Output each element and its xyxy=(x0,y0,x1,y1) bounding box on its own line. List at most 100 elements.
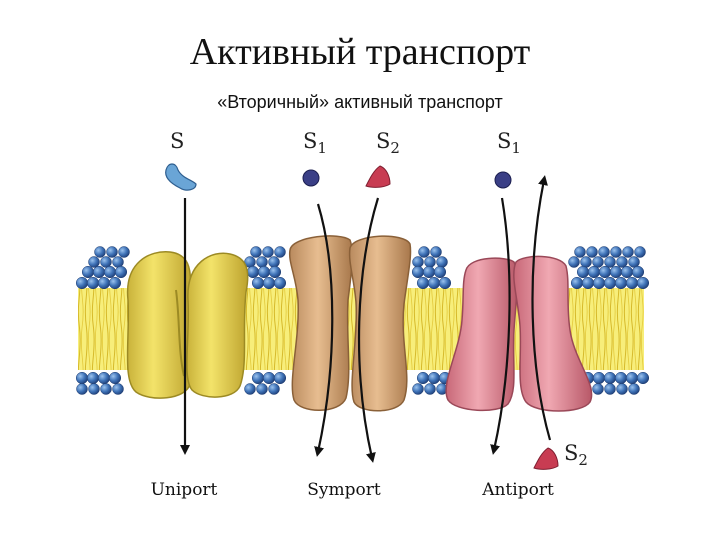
lipid-head xyxy=(106,246,118,258)
lipid-head xyxy=(262,246,274,258)
lipid-head xyxy=(592,276,606,290)
lipid-head xyxy=(268,383,280,395)
lipid-head xyxy=(574,246,586,258)
page-title: Активный транспорт xyxy=(189,31,531,73)
lipid-head xyxy=(628,383,640,395)
caption-antiport: Antiport xyxy=(481,480,554,500)
lipid-head xyxy=(628,256,640,268)
lipid-head xyxy=(108,276,122,290)
uniporter-protein xyxy=(126,251,249,399)
symport-arrow-s2 xyxy=(357,197,380,463)
lipid-head xyxy=(118,246,130,258)
lipid-head xyxy=(114,265,128,279)
molecule-s2-antiport xyxy=(533,447,559,470)
lipid-head xyxy=(604,383,616,395)
lipid-head xyxy=(97,276,111,290)
lipid-head xyxy=(580,256,592,268)
lipid-head xyxy=(424,256,436,268)
lipid-head xyxy=(634,246,646,258)
lipid-head xyxy=(88,256,100,268)
lipid-head xyxy=(616,383,628,395)
lipid-head xyxy=(609,265,623,279)
lipid-head xyxy=(262,371,276,385)
lipid-head xyxy=(244,383,256,395)
lipid-head xyxy=(603,371,617,385)
lipid-head xyxy=(603,276,617,290)
lipid-head xyxy=(433,265,447,279)
lipid-head xyxy=(631,265,645,279)
lipid-head xyxy=(268,265,282,279)
lipid-head xyxy=(592,383,604,395)
lipid-head xyxy=(112,383,124,395)
lipid-head xyxy=(251,371,265,385)
lipid-head xyxy=(75,276,89,290)
lipid-head xyxy=(273,276,287,290)
molecule-s1-symport xyxy=(302,169,320,187)
lipid-head xyxy=(256,383,268,395)
lipid-head xyxy=(636,371,650,385)
lipid-head xyxy=(100,256,112,268)
label-s2-antiport: S2 xyxy=(564,441,588,469)
lipid-head xyxy=(614,276,628,290)
antiport-arrow-s2 xyxy=(531,175,552,441)
lipid-head xyxy=(620,265,634,279)
lipid-head xyxy=(576,265,590,279)
lipid-head xyxy=(100,383,112,395)
lipid-head xyxy=(94,246,106,258)
lipid-head xyxy=(625,276,639,290)
lipid-head xyxy=(262,276,276,290)
lipid-head xyxy=(257,265,271,279)
lipid-head xyxy=(598,246,610,258)
lipid-head xyxy=(416,371,430,385)
antiport-arrow-s1 xyxy=(490,197,511,455)
lipid-head xyxy=(622,246,634,258)
lipid-head xyxy=(570,276,584,290)
lipid-head xyxy=(268,256,280,268)
page-subtitle: «Вторичный» активный транспорт xyxy=(217,92,503,112)
lipid-head xyxy=(438,276,452,290)
lipid-head xyxy=(436,256,448,268)
lipid-head xyxy=(587,265,601,279)
lipid-head xyxy=(92,265,106,279)
lipid-head xyxy=(581,276,595,290)
lipid-head xyxy=(424,383,436,395)
molecule-s2-symport xyxy=(365,165,391,188)
lipid-head xyxy=(88,383,100,395)
lipid-head xyxy=(412,256,424,268)
lipid-head xyxy=(86,276,100,290)
lipid-head xyxy=(592,256,604,268)
molecules xyxy=(165,163,559,470)
lipid-head xyxy=(250,246,262,258)
lipid-head xyxy=(76,383,88,395)
lipid-head xyxy=(625,371,639,385)
lipid-head xyxy=(598,265,612,279)
lipid-head xyxy=(616,256,628,268)
symporter-protein xyxy=(288,235,412,412)
lipid-head xyxy=(427,276,441,290)
label-s: S xyxy=(170,129,184,153)
molecule-s xyxy=(165,163,197,191)
lipid-head xyxy=(108,371,122,385)
transport-arrows xyxy=(180,175,552,463)
label-s2-symport: S2 xyxy=(376,129,400,157)
lipid-head xyxy=(412,383,424,395)
lipid-head xyxy=(274,246,286,258)
lipid-head xyxy=(81,265,95,279)
lipid-head xyxy=(418,246,430,258)
lipid-head xyxy=(251,276,265,290)
lipid-head xyxy=(592,371,606,385)
lipid-head xyxy=(97,371,111,385)
lipid-head xyxy=(568,256,580,268)
label-s1-antiport: S1 xyxy=(497,129,521,157)
lipid-head xyxy=(86,371,100,385)
lipid-head xyxy=(636,276,650,290)
lipid-head xyxy=(422,265,436,279)
lipid-head xyxy=(75,371,89,385)
lipid-head xyxy=(427,371,441,385)
caption-symport: Symport xyxy=(307,480,381,500)
lipid-head xyxy=(112,256,124,268)
caption-uniport: Uniport xyxy=(151,480,218,500)
label-s1-symport: S1 xyxy=(303,129,327,157)
lipid-head xyxy=(604,256,616,268)
